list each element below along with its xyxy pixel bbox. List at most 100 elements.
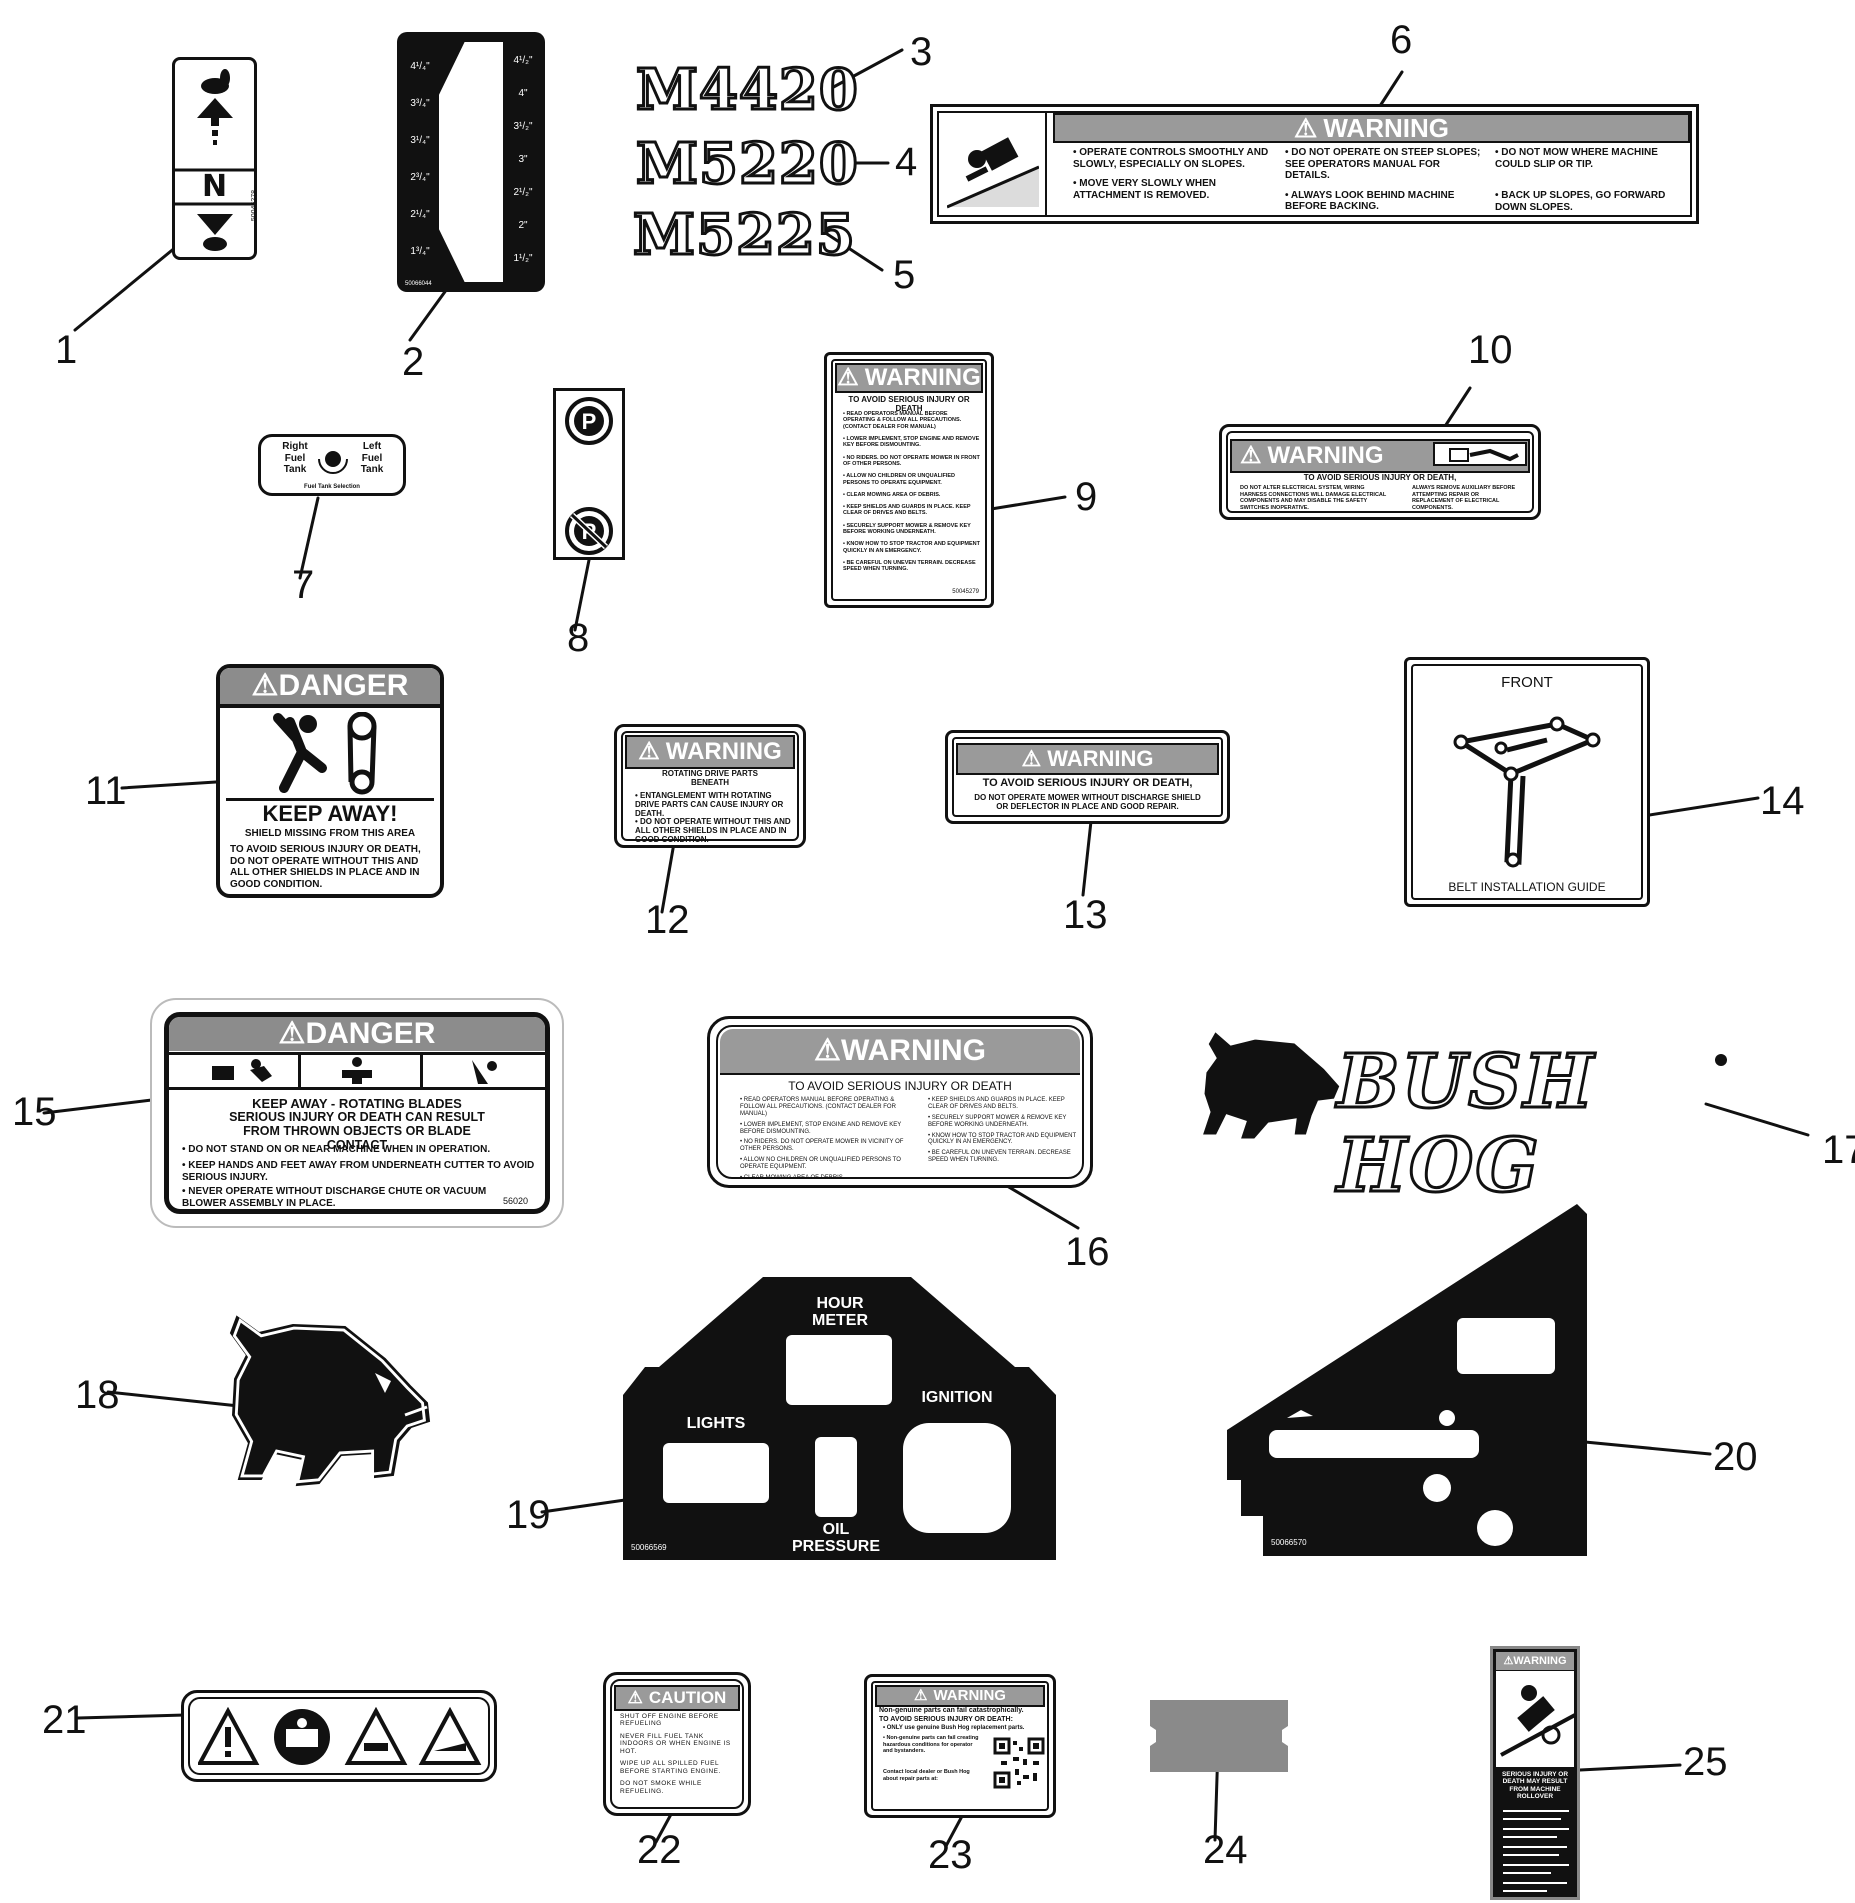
bush-hog-wordmark: BUSH HOG [1336,1039,1596,1210]
decal-16-item: • NO RIDERS. DO NOT OPERATE MOWER IN VIC… [740,1139,904,1153]
decal-9-warning: ⚠WARNING TO AVOID SERIOUS INJURY OR DEAT… [824,352,994,608]
decal-15-title-2: SERIOUS INJURY OR DEATH CAN RESULT FROM … [229,1110,485,1152]
decal-6-col2: • DO NOT OPERATE ON STEEP SLOPES; SEE OP… [1285,147,1485,213]
decal-6-warning-slopes: ⚠WARNING • OPERATE CONTROLS SMOOTHLY AND… [930,104,1699,224]
decal-15-header: DANGER [305,1017,436,1050]
warning-triangle-icon: ⚠ [914,1687,928,1704]
decal-7-fuel-tank: Right Fuel Tank Left Fuel Tank Fuel Tank… [258,434,406,496]
logo-17-bush-hog: BUSH HOG [1195,1024,1735,1210]
warning-triangle-icon: ⚠ [1294,113,1318,143]
callout-number: 5 [893,253,916,297]
decal-13-line-2: DO NOT OPERATE MOWER WITHOUT DISCHARGE S… [974,793,1201,812]
callout-number: 20 [1713,1435,1758,1479]
decal-12-warning-drive-parts: ⚠WARNING ROTATING DRIVE PARTS BENEATH • … [614,724,806,848]
decal-9-item: • READ OPERATORS MANUAL BEFORE OPERATING… [843,411,962,430]
decal-16-left-col: • READ OPERATORS MANUAL BEFORE OPERATING… [740,1097,910,1186]
decal-2-serial: 50066044 [405,281,432,287]
decal-25-fine-print [1503,1810,1569,1892]
gauge-right-mark: 2¹/₂" [513,187,533,198]
decal-22-items: SHUT OFF ENGINE BEFORE REFUELING NEVER FI… [620,1713,738,1800]
read-manual-icon [274,1709,330,1765]
decal-9-item: • KNOW HOW TO STOP TRACTOR AND EQUIPMENT… [843,541,980,554]
decal-13-line-1: TO AVOID SERIOUS INJURY OR DEATH, [982,777,1193,789]
decal-12-sub: ROTATING DRIVE PARTS BENEATH [662,769,758,788]
decal-22-item: SHUT OFF ENGINE BEFORE REFUELING [620,1713,719,1728]
oil-pressure-cutout [815,1437,857,1517]
decal-9-serial: 50045279 [952,589,979,595]
callout-number: 14 [1760,779,1805,823]
lights-label: LIGHTS [686,1415,746,1432]
entanglement-icon [273,712,377,795]
qr-code-icon [993,1737,1045,1789]
gauge-left-mark: 2¹/₄" [410,209,430,220]
rabbit-arrows-icon [175,69,254,251]
callout-number: 3 [910,30,933,74]
decal-23-line-3: • ONLY use genuine Bush Hog replacement … [883,1725,1025,1731]
callout-number: 12 [645,898,690,942]
callout-number: 15 [12,1090,57,1134]
decal-16-item: • BE CAREFUL ON UNEVEN TERRAIN. DECREASE… [928,1150,1071,1164]
decal-25-sub: SERIOUS INJURY OR DEATH MAY RESULT FROM … [1501,1771,1569,1801]
decal-1-serial: 50045278 [251,190,258,222]
callout-number: 8 [567,616,590,660]
callout-number: 16 [1065,1230,1110,1274]
decal-6-header: WARNING [1323,113,1449,143]
model-decal-m5220: M5220 [635,131,860,197]
decal-6-text: • DO NOT MOW WHERE MACHINE COULD SLIP OR… [1495,147,1658,170]
decal-14-belt-guide: FRONT BELT INSTALLATION GUIDE [1404,657,1650,907]
callout-number: 13 [1063,893,1108,937]
hazard-pictograms [212,1057,497,1084]
callout-number: 6 [1390,18,1413,62]
oil-pressure-label: OIL PRESSURE [791,1521,881,1555]
decal-15-item-3: • NEVER OPERATE WITHOUT DISCHARGE CHUTE … [182,1186,487,1209]
decal-16-right-col: • KEEP SHIELDS AND GUARDS IN PLACE. KEEP… [928,1097,1078,1168]
decal-25-rollover-warning: ⚠WARNING SERIOUS INJURY OR DEATH MAY RES… [1490,1646,1580,1900]
warning-triangle-icon: ⚠ [251,669,279,702]
decal-10-warning-electrical: ⚠WARNING TO AVOID SERIOUS INJURY OR DEAT… [1219,424,1541,520]
right-fuel-tank-label: Right Fuel Tank [282,441,308,475]
blade-triangle-icon [418,1707,482,1765]
thrown-object-icon [212,1066,234,1080]
fuel-valve-icon [318,451,348,474]
gauge-right-mark: 2" [518,220,528,231]
decal-15-item-2: • KEEP HANDS AND FEET AWAY FROM UNDERNEA… [182,1160,535,1183]
decal-6-text: • ALWAYS LOOK BEHIND MACHINE BEFORE BACK… [1285,189,1455,213]
decal-9-items: • READ OPERATORS MANUAL BEFORE OPERATING… [843,411,981,579]
caution-triangle-icon: ⚠ [627,1688,643,1707]
ignition-cutout [903,1423,1011,1533]
decal-9-item: • NO RIDERS. DO NOT OPERATE MOWER IN FRO… [843,454,980,467]
lights-cutout [663,1443,769,1503]
decal-16-item: • KNOW HOW TO STOP TRACTOR AND EQUIPMENT… [928,1132,1077,1146]
decal-14-front: FRONT [1501,674,1553,691]
warning-triangle-icon: ⚠ [1503,1655,1514,1667]
rabbit-icon [1287,1410,1313,1418]
decal-12-item-1: • ENTANGLEMENT WITH ROTATING DRIVE PARTS… [635,791,784,819]
belt-routing-diagram [1453,716,1601,868]
decal-24-gray-pad [1150,1700,1288,1772]
decal-9-item: • BE CAREFUL ON UNEVEN TERRAIN. DECREASE… [843,560,976,573]
ignition-label: IGNITION [921,1389,993,1406]
callout-number: 25 [1683,1740,1728,1784]
decal-23-line-4: • Non-genuine parts can fail creating ha… [883,1735,979,1755]
gauge-left-mark: 4¹/₄" [410,61,430,72]
gauge-left-mark: 3³/₄" [410,98,430,109]
battery-cable-icon [1433,442,1527,466]
hour-meter-label: HOUR METER [812,1295,868,1329]
decal-8-parking-brake: P P [553,388,625,560]
parking-brake-on-icon: P [565,397,613,445]
decal-16-header: WARNING [840,1034,986,1067]
callout-number: 11 [85,769,127,813]
warning-triangle-icon: ⚠ [638,738,660,765]
gauge-left-mark: 1³/₄" [410,246,430,257]
decal-22-item: NEVER FILL FUEL TANK INDOORS OR WHEN ENG… [620,1732,731,1755]
warning-triangle-icon: ⚠ [814,1034,841,1067]
decal-25-header: WARNING [1513,1655,1567,1667]
parking-brake-off-icon: P [565,507,613,555]
decal-15-title-1: KEEP AWAY - ROTATING BLADES [252,1096,462,1111]
decal-10-header: WARNING [1267,442,1384,469]
decal-15-serial: 56020 [502,1196,528,1206]
decal-15-danger-blades: ⚠DANGER KEEP AWAY - ROTATING BLADES SERI… [150,998,564,1228]
decal-6-col1: • OPERATE CONTROLS SMOOTHLY AND SLOWLY, … [1073,147,1273,201]
gauge-left-mark: 2³/₄" [410,172,430,183]
